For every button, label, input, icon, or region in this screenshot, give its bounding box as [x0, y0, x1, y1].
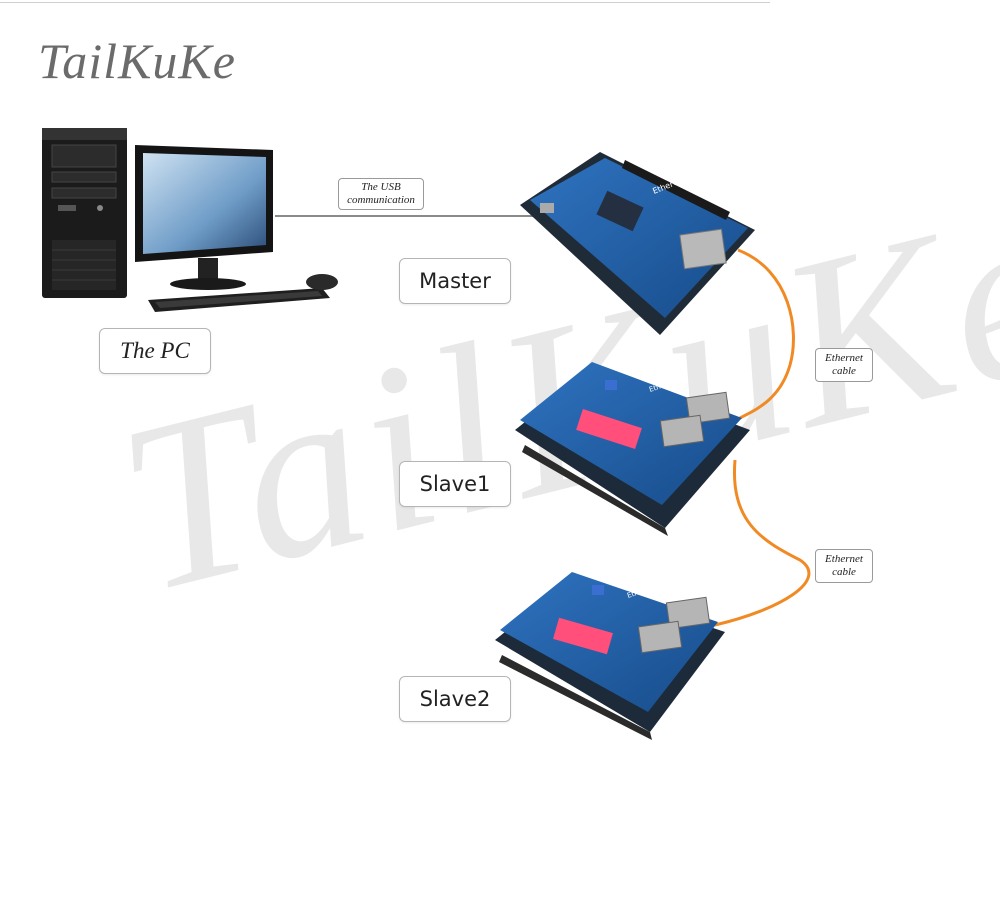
usb-label-line2: communication	[347, 194, 415, 206]
pc-label: The PC	[99, 328, 211, 374]
pc-tower	[42, 128, 127, 298]
pc-keyboard	[148, 288, 330, 312]
ethernet-label-2-line2: cable	[832, 566, 856, 578]
master-label: Master	[399, 258, 511, 304]
top-divider	[0, 2, 770, 3]
ethernet-cable-2	[714, 459, 811, 627]
slave2-label: Slave2	[399, 676, 511, 722]
slave1-label: Slave1	[399, 461, 511, 507]
ethernet-label-1-line2: cable	[832, 365, 856, 377]
pc-monitor	[135, 145, 273, 290]
master-board: EtherCAT-M	[520, 152, 755, 335]
ethernet-label-1-line1: Ethernet	[825, 352, 863, 364]
ethernet-cable-1	[737, 248, 795, 420]
pc-mouse	[306, 274, 338, 290]
slave2-board-text: EtherCAT-S	[626, 580, 666, 600]
ethernet-label-2-line1: Ethernet	[825, 553, 863, 565]
brand-logo: TailKuKe	[38, 33, 236, 89]
slave2-board: EtherCAT-S	[495, 572, 725, 740]
usb-label-line1: The USB	[361, 181, 401, 193]
slave1-board: EtherCAT-S	[515, 362, 750, 536]
